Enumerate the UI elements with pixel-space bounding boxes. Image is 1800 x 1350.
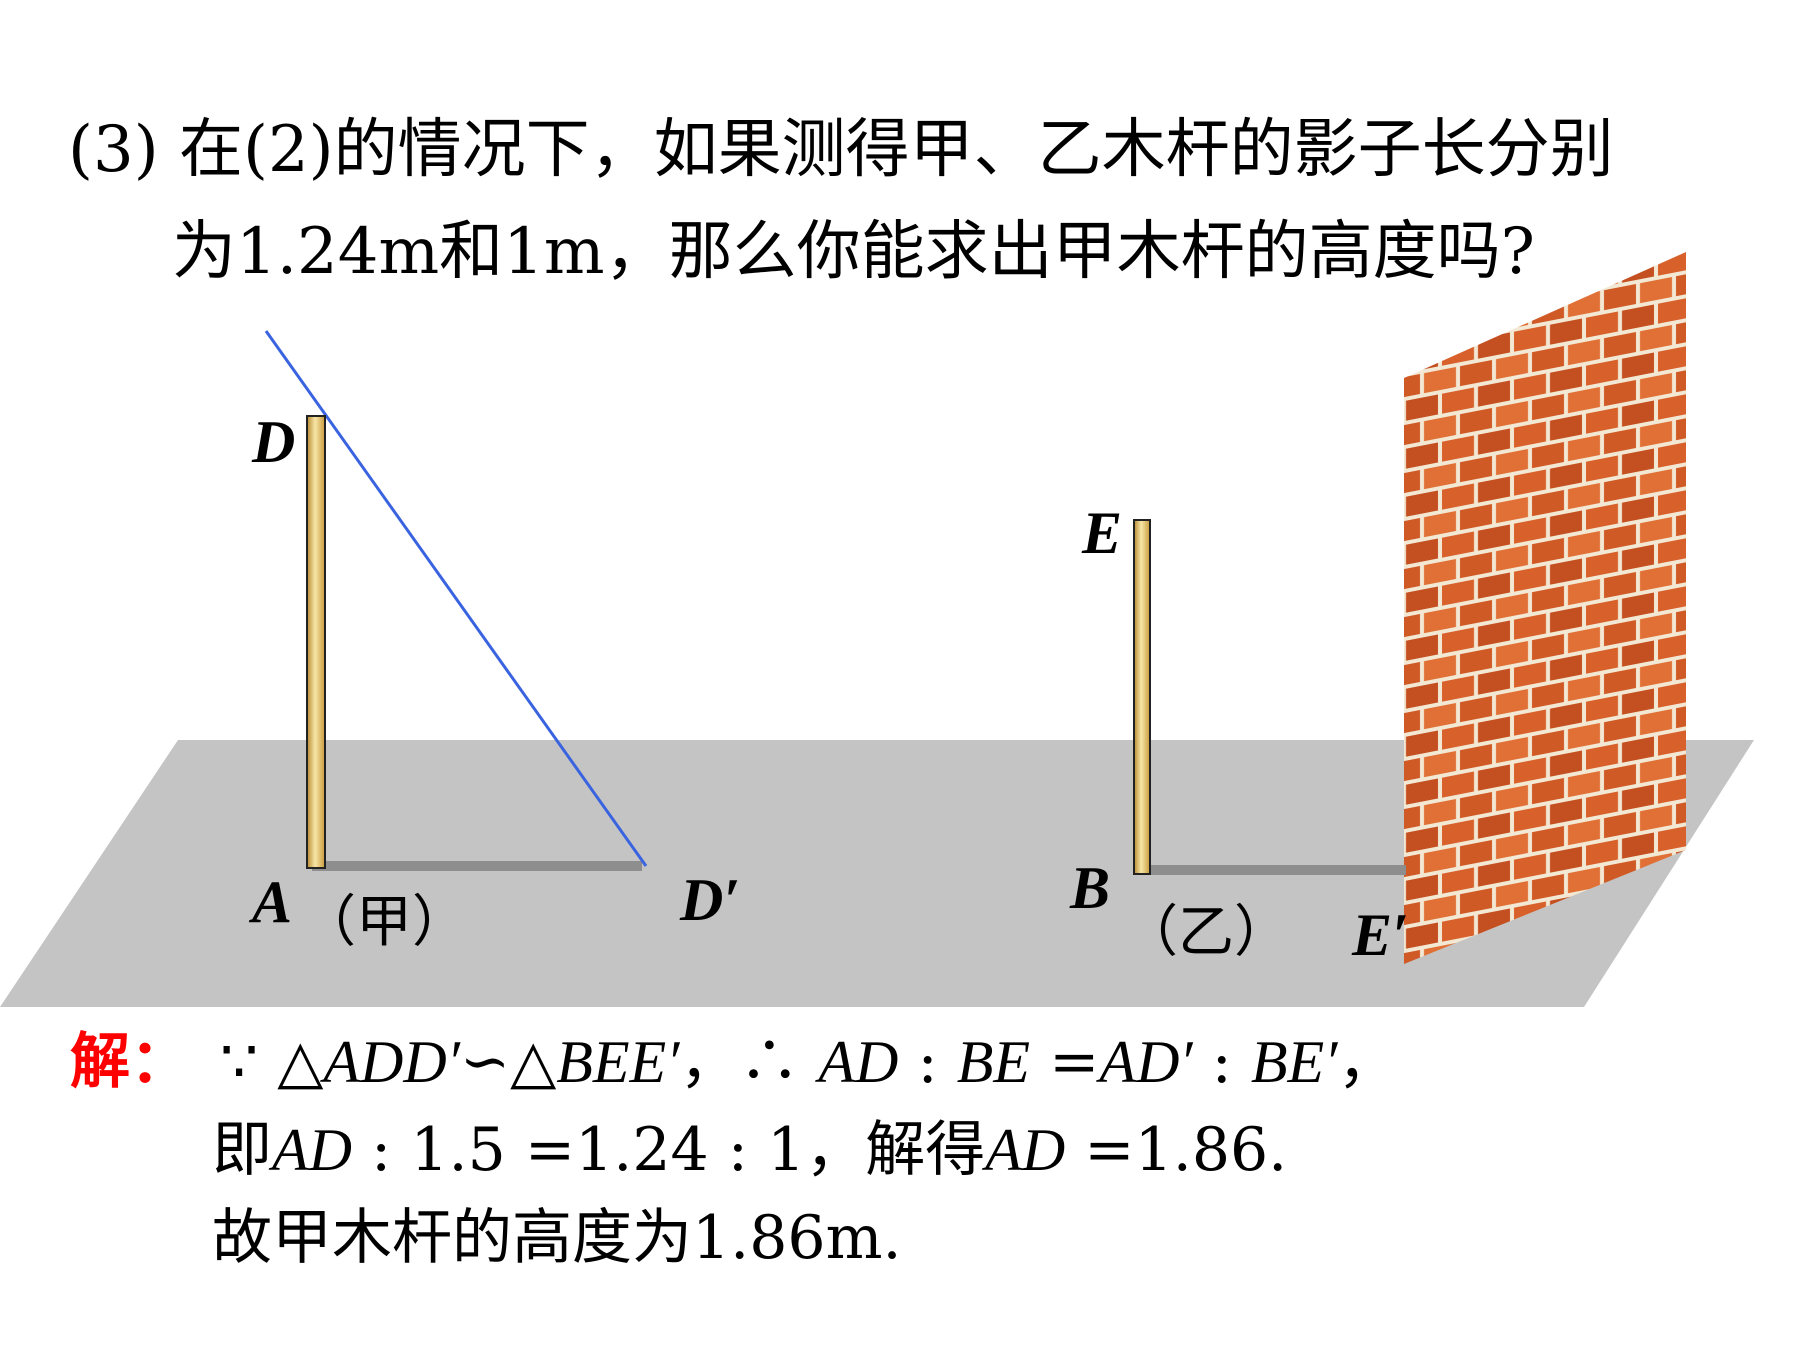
line2-AD-2: AD xyxy=(985,1117,1066,1183)
ratio-AD-prime: AD′ xyxy=(1099,1029,1193,1095)
sun-ray xyxy=(264,330,648,867)
solution-line-2: 即AD : 1.5 =1.24 : 1，解得AD =1.86. xyxy=(212,1120,1287,1180)
ground-plane xyxy=(0,740,1754,1007)
similar-symbol: ∽△ xyxy=(459,1027,557,1097)
pole-jia-label: （甲） xyxy=(300,890,468,955)
label-A: A xyxy=(252,869,293,935)
ratio-BE-prime: BE′ xyxy=(1250,1029,1338,1095)
ratio-AD: AD xyxy=(818,1029,899,1095)
triangle-BEE-prime: BEE′ xyxy=(556,1029,680,1095)
solution-line-1: 解：∵ △ADD′∽△BEE′，∴ AD : BE =AD′ : BE′， xyxy=(70,1032,1397,1092)
solution-line-3: 故甲木杆的高度为1.86m. xyxy=(212,1203,902,1273)
ratio-colon-2: : xyxy=(1192,1027,1251,1097)
triangle-ADD-prime: ADD′ xyxy=(323,1029,460,1095)
ratio-equals: = xyxy=(1030,1027,1100,1097)
label-E-prime: E′ xyxy=(1352,902,1409,968)
question-line-1: (3) 在(2)的情况下，如果测得甲、乙木杆的影子长分别 xyxy=(68,113,1614,187)
pole-jia xyxy=(306,415,326,869)
brick-wall xyxy=(1404,252,1686,964)
line1-end: ， xyxy=(1337,1027,1398,1097)
therefore-symbol: ，∴ xyxy=(679,1027,819,1097)
label-D-prime: D′ xyxy=(680,867,741,933)
question-line-2: 为1.24m和1m，那么你能求出甲木杆的高度吗? xyxy=(172,215,1535,289)
because-symbol: ∵ △ xyxy=(220,1027,324,1097)
solution-prefix: 解： xyxy=(70,1027,190,1097)
line2-result: =1.86. xyxy=(1065,1115,1288,1185)
label-B: B xyxy=(1070,855,1111,921)
pole-yi-label: （乙） xyxy=(1122,900,1290,965)
label-E: E xyxy=(1082,500,1123,566)
line2-middle: : 1.5 =1.24 : 1，解得 xyxy=(351,1115,986,1185)
line2-AD: AD xyxy=(272,1117,352,1183)
pole-yi xyxy=(1133,519,1151,875)
ratio-BE: BE xyxy=(956,1029,1031,1095)
label-D: D xyxy=(252,409,296,475)
ratio-colon-1: : xyxy=(898,1027,957,1097)
line2-prefix: 即 xyxy=(212,1115,272,1185)
